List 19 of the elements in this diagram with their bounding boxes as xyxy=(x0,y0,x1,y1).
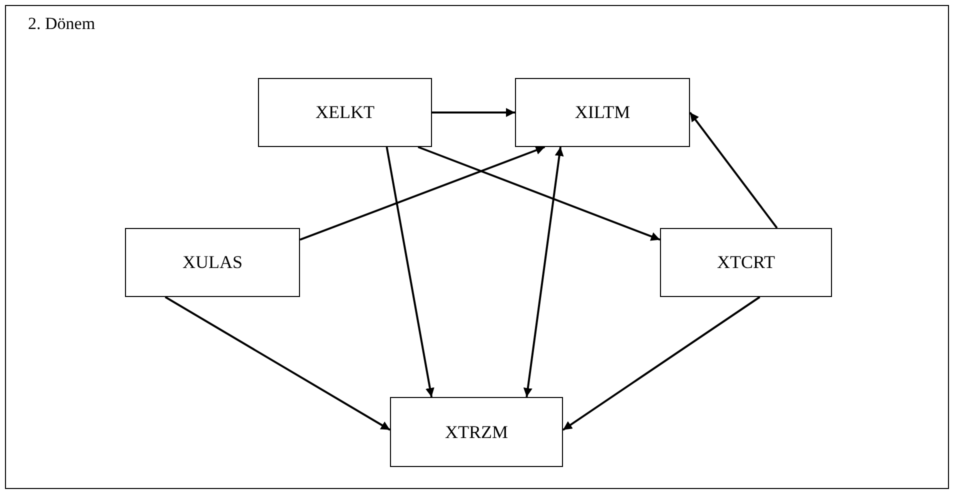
process-box xyxy=(390,397,563,467)
process-box xyxy=(258,78,432,147)
node-label: XTRZM xyxy=(445,422,508,442)
node-label: XELKT xyxy=(316,102,374,123)
arrow xyxy=(689,112,778,229)
node-label: XULAS xyxy=(182,252,242,273)
node-label: XTCRT xyxy=(717,252,775,273)
node-label: XILTM xyxy=(574,102,630,123)
process-box xyxy=(660,228,832,297)
arrow xyxy=(523,146,564,398)
arrow xyxy=(300,146,546,241)
process-box xyxy=(515,78,690,147)
diagram-title: 2. Dönem xyxy=(28,14,96,34)
arrow xyxy=(164,296,390,431)
arrow xyxy=(562,296,760,431)
process-box xyxy=(125,228,300,297)
arrow xyxy=(432,108,515,117)
arrow xyxy=(418,146,660,241)
arrow xyxy=(386,146,434,398)
